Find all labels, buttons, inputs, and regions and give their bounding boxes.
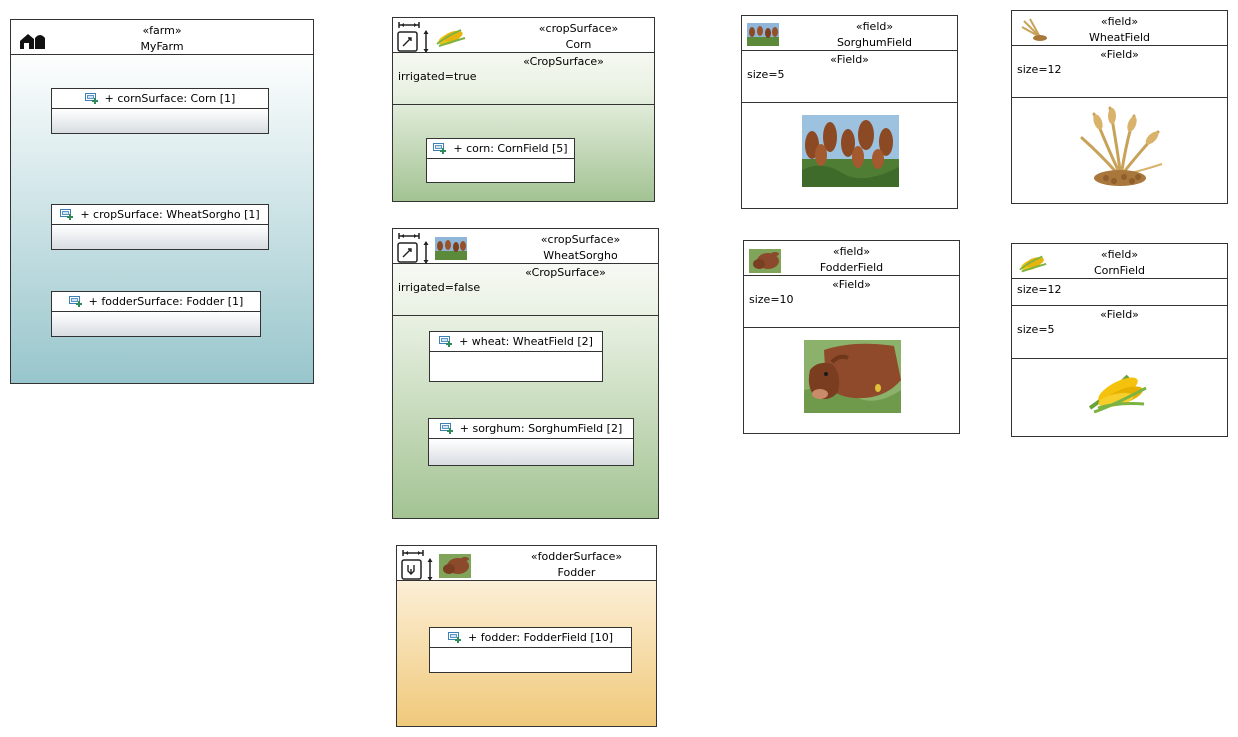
corn-stereotype: «cropSurface» bbox=[538, 22, 619, 35]
fodder-header: «fodderSurface» Fodder bbox=[397, 546, 656, 581]
part-corn[interactable]: + corn: CornField [5] bbox=[426, 138, 575, 183]
sorghumfield-stereotype: «field» bbox=[855, 20, 894, 33]
part-wheat[interactable]: + wheat: WheatField [2] bbox=[429, 331, 603, 382]
part-icon bbox=[439, 336, 453, 348]
wheatsorgho-header: «cropSurface» WheatSorgho bbox=[393, 229, 658, 264]
wheatfield-attr-stereotype: «Field» bbox=[1100, 48, 1139, 61]
part-corn-surface[interactable]: + cornSurface: Corn [1] bbox=[51, 88, 269, 134]
part-crop-surface[interactable]: + cropSurface: WheatSorgho [1] bbox=[51, 204, 269, 250]
part-label: + fodder: FodderField [10] bbox=[468, 631, 613, 644]
cornfield-attribute-2: size=5 bbox=[1017, 323, 1055, 336]
fodderfield-header: «field» FodderField bbox=[744, 241, 959, 276]
cow-thumbnail bbox=[749, 249, 781, 273]
wheatsorgho-stereotype: «cropSurface» bbox=[540, 233, 621, 246]
wheatfield-stereotype: «field» bbox=[1100, 15, 1139, 28]
cornfield-block[interactable]: «field» CornField size=12 «Field» size=5 bbox=[1011, 243, 1228, 437]
wheatsorgho-name: WheatSorgho bbox=[543, 249, 618, 262]
wheatsorgho-attribute: irrigated=false bbox=[398, 281, 481, 294]
sorghumfield-attr-stereotype: «Field» bbox=[830, 53, 869, 66]
divider bbox=[1012, 97, 1227, 98]
crop-tool-icon bbox=[402, 248, 412, 258]
fodderfield-name: FodderField bbox=[819, 261, 884, 274]
divider bbox=[1012, 358, 1227, 359]
corn-thumbnail bbox=[1019, 255, 1047, 273]
wheatfield-name: WheatField bbox=[1088, 31, 1151, 44]
part-label: + sorghum: SorghumField [2] bbox=[459, 422, 623, 435]
part-sorghum[interactable]: + sorghum: SorghumField [2] bbox=[428, 418, 634, 466]
sorghumfield-header: «field» SorghumField bbox=[742, 16, 957, 51]
sorghum-image bbox=[802, 115, 899, 187]
sorghum-thumbnail bbox=[747, 23, 779, 46]
part-fodder[interactable]: + fodder: FodderField [10] bbox=[429, 627, 632, 673]
wheatfield-block[interactable]: «field» WheatField «Field» size=12 bbox=[1011, 10, 1228, 204]
sorghumfield-attribute: size=5 bbox=[747, 68, 785, 81]
part-label: + corn: CornField [5] bbox=[453, 142, 568, 155]
sorghum-thumbnail bbox=[435, 237, 467, 260]
cow-image bbox=[804, 340, 901, 413]
fodder-name: Fodder bbox=[557, 566, 596, 579]
part-label: + wheat: WheatField [2] bbox=[459, 335, 593, 348]
fodder-tool-icon bbox=[407, 565, 415, 575]
fodderfield-block[interactable]: «field» FodderField «Field» size=10 bbox=[743, 240, 960, 434]
divider bbox=[742, 102, 957, 103]
divider bbox=[1012, 305, 1227, 306]
cornfield-attr-stereotype: «Field» bbox=[1100, 308, 1139, 321]
corn-attribute: irrigated=true bbox=[398, 70, 477, 83]
divider bbox=[393, 315, 658, 316]
corn-thumbnail bbox=[436, 29, 466, 47]
wheat-image bbox=[1080, 106, 1163, 186]
farm-block[interactable]: «farm» MyFarm + cornSurface: Corn [1] + … bbox=[10, 19, 314, 384]
part-fodder-surface[interactable]: + fodderSurface: Fodder [1] bbox=[51, 291, 261, 337]
sorghumfield-block[interactable]: «field» SorghumField «Field» size=5 bbox=[741, 15, 958, 209]
wheatsorgho-attr-stereotype: «CropSurface» bbox=[525, 266, 606, 279]
farm-stereotype: «farm» bbox=[142, 24, 182, 37]
wheatfield-header: «field» WheatField bbox=[1012, 11, 1227, 46]
wheatsorgho-block[interactable]: «cropSurface» WheatSorgho «CropSurface» … bbox=[392, 228, 659, 519]
fodder-stereotype: «fodderSurface» bbox=[530, 550, 623, 563]
divider bbox=[744, 327, 959, 328]
crop-tool-icon bbox=[402, 37, 412, 47]
part-icon bbox=[85, 93, 99, 105]
farm-header: «farm» MyFarm bbox=[11, 20, 313, 55]
corn-header: «cropSurface» Corn bbox=[393, 18, 654, 53]
fodderfield-attribute: size=10 bbox=[749, 293, 794, 306]
cornfield-attribute: size=12 bbox=[1017, 283, 1062, 296]
corn-name: Corn bbox=[565, 38, 592, 51]
part-icon bbox=[440, 423, 454, 435]
cornfield-name: CornField bbox=[1093, 264, 1146, 277]
divider bbox=[393, 104, 654, 105]
part-icon bbox=[448, 632, 462, 644]
cow-thumbnail bbox=[439, 554, 471, 578]
sorghumfield-name: SorghumField bbox=[836, 36, 913, 49]
cornfield-header: «field» CornField bbox=[1012, 244, 1227, 279]
part-label: + fodderSurface: Fodder [1] bbox=[88, 295, 244, 308]
corn-image bbox=[1088, 374, 1147, 414]
fodderfield-attr-stereotype: «Field» bbox=[832, 278, 871, 291]
part-icon bbox=[60, 209, 74, 221]
part-label: + cropSurface: WheatSorgho [1] bbox=[80, 208, 260, 221]
part-label: + cornSurface: Corn [1] bbox=[104, 92, 236, 105]
fodder-block[interactable]: «fodderSurface» Fodder + fodder: FodderF… bbox=[396, 545, 657, 727]
part-icon bbox=[433, 143, 447, 155]
wheat-thumbnail bbox=[1021, 18, 1047, 41]
cornfield-stereotype: «field» bbox=[1100, 248, 1139, 261]
farm-name: MyFarm bbox=[140, 40, 184, 53]
wheatfield-attribute: size=12 bbox=[1017, 63, 1062, 76]
barn-icon bbox=[20, 34, 45, 49]
corn-block[interactable]: «cropSurface» Corn «CropSurface» irrigat… bbox=[392, 17, 655, 202]
part-icon bbox=[69, 296, 83, 308]
fodderfield-stereotype: «field» bbox=[832, 245, 871, 258]
corn-attr-stereotype: «CropSurface» bbox=[523, 55, 604, 68]
